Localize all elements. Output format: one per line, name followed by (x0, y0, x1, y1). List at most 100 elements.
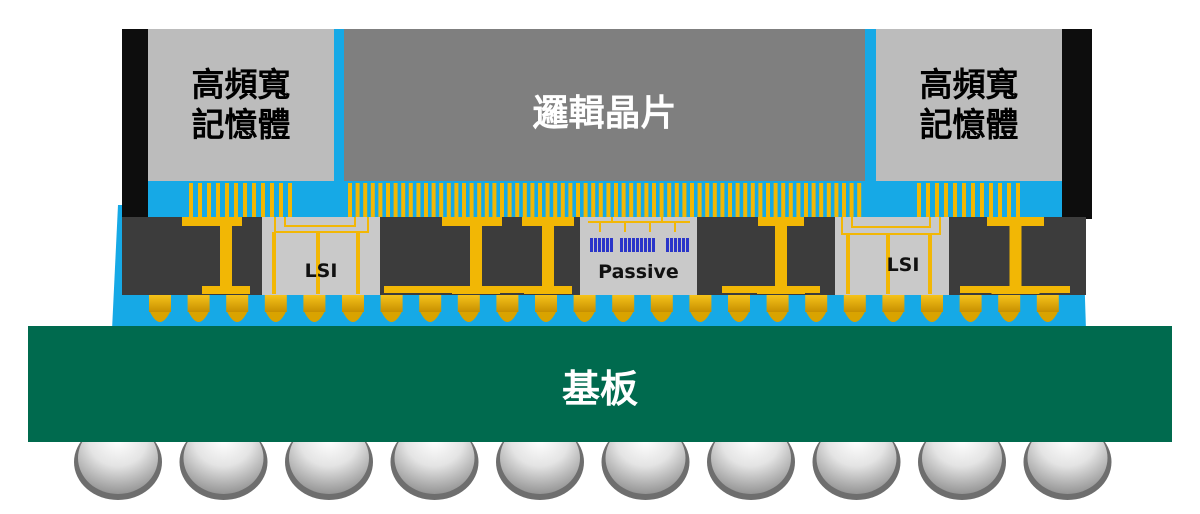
c4-bump-cap (651, 312, 672, 322)
micro-bump (553, 183, 558, 217)
passive-capacitor (670, 238, 673, 252)
micro-bump (1016, 183, 1020, 217)
micro-bump (917, 183, 921, 217)
copper-pillar (1009, 217, 1022, 289)
micro-bump (606, 183, 611, 217)
micro-bump (386, 183, 390, 217)
micro-bump-row (189, 183, 1020, 217)
micro-bump (355, 183, 360, 217)
c4-bump-cap (343, 312, 363, 322)
micro-bump (576, 183, 580, 217)
micro-bump (454, 183, 459, 217)
c4-bump-cap (227, 312, 248, 322)
passive-capacitor (590, 238, 593, 252)
micro-bump (252, 183, 256, 217)
micro-bump (629, 183, 634, 217)
micro-bump (652, 183, 656, 217)
micro-bump (989, 183, 993, 217)
via-pad (202, 286, 250, 294)
passive-capacitor (602, 238, 605, 252)
micro-bump (781, 183, 786, 217)
micro-bump (758, 183, 763, 217)
c4-bump-cap (265, 312, 286, 322)
micro-bump (935, 183, 939, 217)
micro-bump (826, 183, 831, 217)
micro-bump (439, 183, 444, 217)
c4-bump (496, 295, 519, 312)
micro-bump (431, 183, 436, 217)
c4-bump-cap (767, 312, 788, 322)
passive-capacitor (620, 238, 623, 252)
via-pad (500, 286, 570, 293)
micro-bump (288, 183, 292, 217)
micro-bump (980, 183, 984, 217)
via-cap (182, 217, 242, 226)
passive-capacitor (686, 238, 689, 252)
micro-bump (477, 183, 482, 217)
micro-bump (998, 183, 1002, 217)
micro-bump (424, 183, 428, 217)
lsi-bridge-left (262, 217, 380, 295)
micro-bump (857, 183, 862, 217)
c4-bump (689, 295, 712, 312)
micro-bump (348, 183, 352, 217)
micro-bump (614, 183, 618, 217)
micro-bump (842, 183, 846, 217)
c4-bump (303, 295, 326, 312)
micro-bump (674, 183, 679, 217)
substrate-label: 基板 (561, 366, 638, 411)
micro-bump (766, 183, 770, 217)
micro-bump (393, 183, 398, 217)
micro-bump (568, 183, 573, 217)
passive-capacitor-array (590, 238, 689, 252)
hbm-left-label: 高頻寬 記憶體 (191, 65, 291, 144)
hbm-left-die (148, 29, 334, 181)
c4-bump (573, 295, 596, 312)
micro-bump (743, 183, 748, 217)
c4-bump (805, 295, 828, 312)
c4-bump-cap (613, 312, 634, 322)
passive-capacitor (606, 238, 609, 252)
micro-bump (621, 183, 626, 217)
lsi-via (886, 234, 890, 294)
c4-bump (921, 295, 943, 312)
c4-bump-cap (381, 312, 402, 322)
c4-bump (728, 295, 750, 312)
passive-capacitor (624, 238, 627, 252)
c4-bump (149, 295, 171, 312)
micro-bump (720, 183, 725, 217)
micro-bump (583, 183, 588, 217)
micro-bump (500, 183, 504, 217)
micro-bump (484, 183, 489, 217)
micro-bump (667, 183, 672, 217)
molding-compound-left (122, 29, 148, 219)
passive-trace (588, 217, 690, 232)
micro-bump (690, 183, 694, 217)
c4-bump-cap (922, 312, 942, 322)
micro-bump (370, 183, 375, 217)
c4-bump (1036, 295, 1059, 312)
passive-label: Passive (598, 261, 679, 283)
micro-bump (697, 183, 702, 217)
micro-bump (225, 183, 229, 217)
micro-bump (591, 183, 596, 217)
lsi-via (316, 232, 320, 294)
lsi-via (356, 232, 360, 294)
micro-bump (849, 183, 854, 217)
molding-compound-right (1062, 29, 1092, 219)
micro-bump (469, 183, 474, 217)
c4-bump-cap (729, 312, 749, 322)
lsi-via (272, 232, 276, 294)
via-pad (384, 286, 455, 293)
micro-bump (804, 183, 808, 217)
c4-bump (457, 295, 480, 312)
micro-bump (416, 183, 421, 217)
c4-bump (226, 295, 249, 312)
c4-bump-cap (690, 312, 711, 322)
passive-capacitor (678, 238, 681, 252)
c4-bump (419, 295, 442, 312)
logic-chip-label: 邏輯晶片 (532, 93, 677, 134)
c4-bump (612, 295, 635, 312)
micro-bump (644, 183, 649, 217)
